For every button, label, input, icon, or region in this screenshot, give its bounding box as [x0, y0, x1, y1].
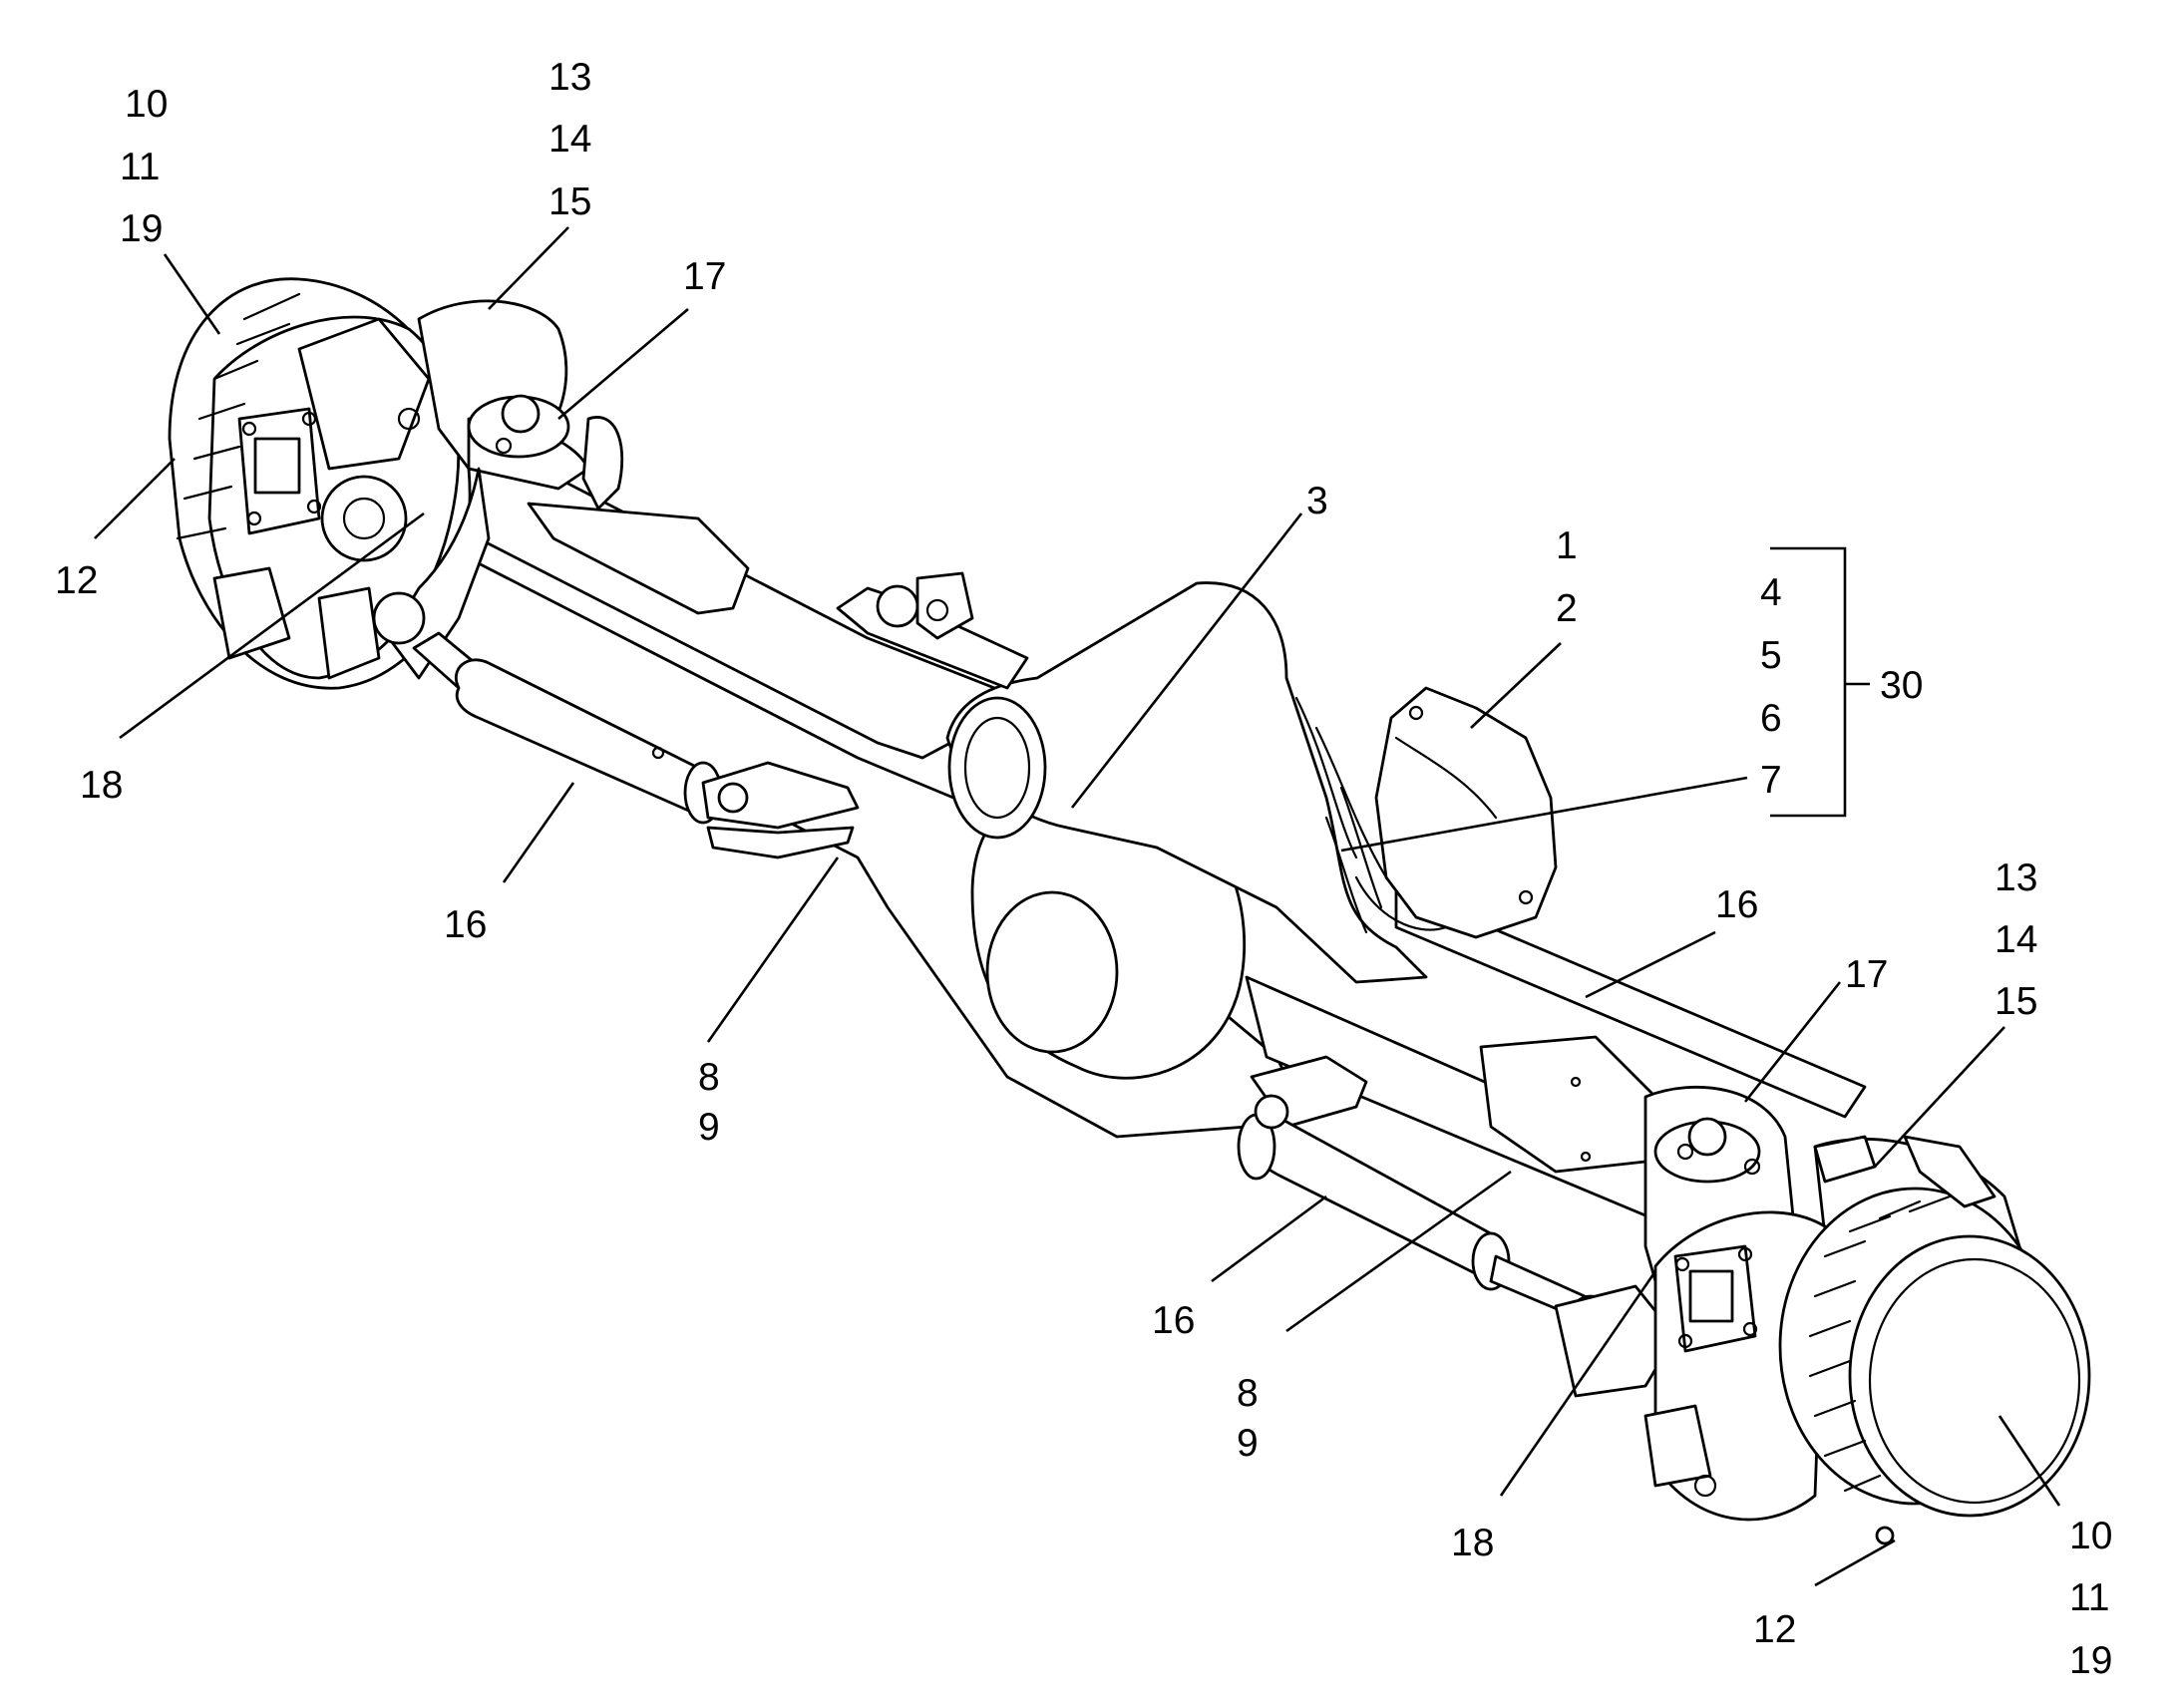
callout-16-left: 16	[444, 903, 487, 946]
callout-9-center: 9	[698, 1106, 720, 1149]
callout-13-top: 13	[548, 56, 591, 99]
callout-2: 2	[1556, 587, 1578, 630]
callout-11-top-left: 11	[120, 146, 161, 188]
left-knuckle	[372, 299, 624, 680]
callout-16-bottom: 16	[1152, 1299, 1195, 1342]
callout-16-right: 16	[1715, 883, 1758, 926]
right-wheel-hub	[1643, 1135, 2091, 1545]
callout-17-top: 17	[683, 255, 726, 298]
callout-18-bottom: 18	[1451, 1522, 1494, 1564]
left-steering-cylinder	[412, 631, 860, 859]
callout-19-top-left: 19	[120, 207, 163, 250]
pinion-housing	[1324, 686, 1558, 939]
callout-10-bottom-right: 10	[2069, 1515, 2112, 1557]
callout-13-right: 13	[1995, 856, 2037, 899]
callout-12-left: 12	[55, 559, 98, 602]
callout-9-bottom: 9	[1237, 1422, 1259, 1465]
differential-bracket	[945, 581, 1428, 984]
callout-11-bottom-right: 11	[2069, 1576, 2110, 1619]
callout-19-bottom-right: 19	[2069, 1639, 2112, 1682]
callout-18-left: 18	[80, 764, 123, 807]
left-wheel-hub	[168, 277, 472, 690]
leader-lines	[94, 226, 2061, 1587]
callout-4: 4	[1760, 571, 1782, 614]
callout-8-center: 8	[698, 1056, 720, 1099]
callout-8-bottom: 8	[1237, 1372, 1259, 1415]
callout-3: 3	[1306, 480, 1328, 522]
callout-labels: 10 11 19 13 14 15 17 12 18 16 8 9 3 1 2 …	[55, 56, 2112, 1682]
callout-12-bottom: 12	[1753, 1608, 1796, 1651]
callout-10-top-left: 10	[125, 83, 168, 126]
callout-15-right: 15	[1995, 980, 2037, 1023]
callout-30: 30	[1880, 664, 1923, 707]
callout-7: 7	[1760, 759, 1782, 802]
callout-17-right: 17	[1845, 953, 1888, 996]
callout-14-right: 14	[1995, 918, 2037, 961]
callout-14-top: 14	[548, 118, 591, 161]
callout-5: 5	[1760, 634, 1782, 677]
callout-6: 6	[1760, 697, 1782, 740]
callout-15-top: 15	[548, 180, 591, 223]
callout-1: 1	[1556, 524, 1578, 567]
tie-rod	[836, 571, 1029, 690]
